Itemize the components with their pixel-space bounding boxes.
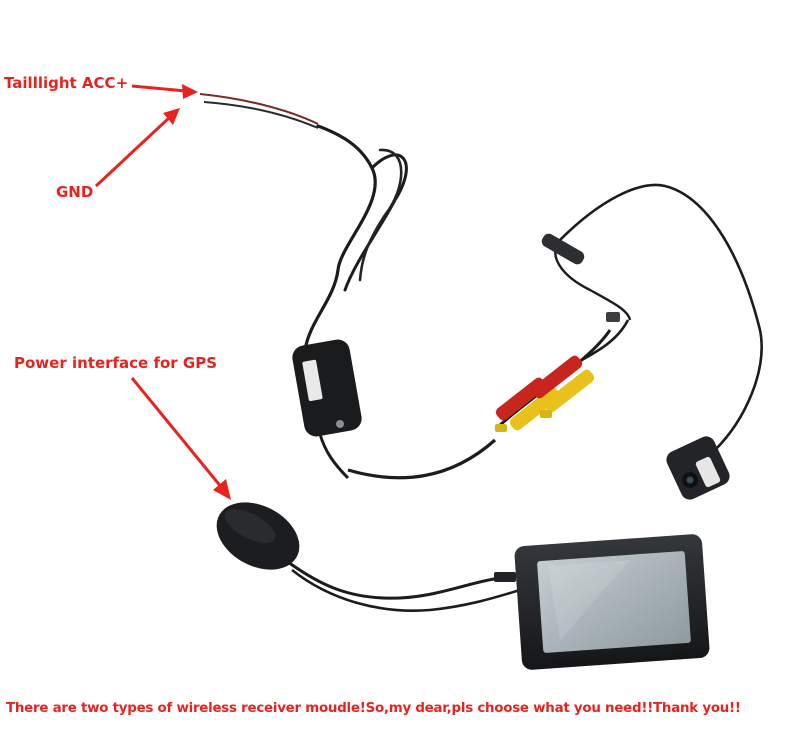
wireless-transmitter	[292, 339, 362, 480]
video-cable	[347, 312, 630, 480]
taillight-acc-label: Tailllight ACC+	[4, 74, 129, 92]
camera-cable	[541, 183, 763, 451]
gps-power-label: Power interface for GPS	[14, 354, 218, 372]
display-monitor	[514, 534, 710, 670]
footer-caption: There are two types of wireless receiver…	[6, 701, 741, 716]
rear-camera	[666, 436, 730, 500]
power-cable	[303, 124, 408, 352]
rca-connectors	[495, 355, 595, 432]
gnd-label: GND	[56, 183, 94, 201]
wireless-receiver	[216, 502, 521, 612]
annotation-arrows	[94, 84, 231, 500]
power-lead-wires	[199, 93, 319, 129]
